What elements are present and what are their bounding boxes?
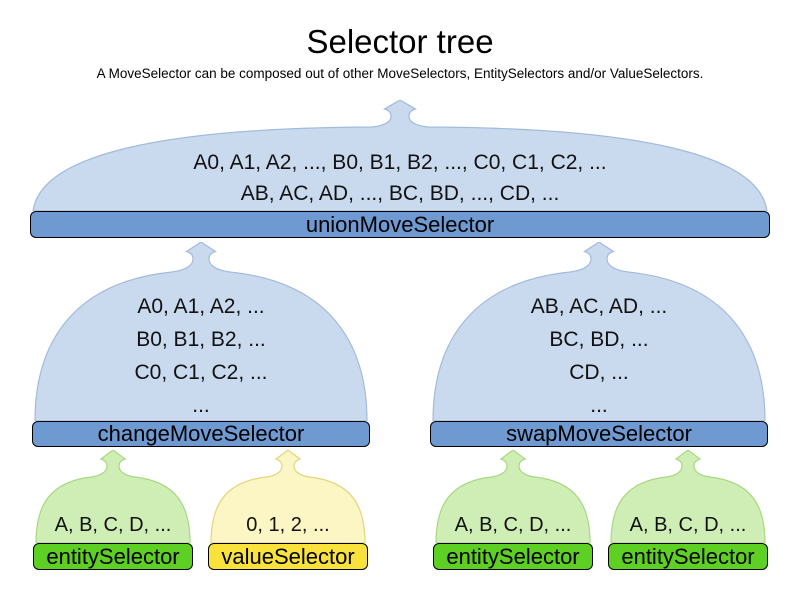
cloud-line: BC, BD, ... xyxy=(549,328,649,351)
cloud-path xyxy=(35,450,191,543)
swap-move-selector-bar: swapMoveSelector xyxy=(430,421,768,447)
cloud-line: CD, ... xyxy=(569,361,629,384)
union-move-selector-bar: unionMoveSelector xyxy=(30,211,770,238)
cloud-line: A, B, C, D, ... xyxy=(629,514,747,536)
value-output-cloud-arrow-shape xyxy=(210,450,366,543)
entity1-cloud-values: A, B, C, D, ... xyxy=(33,510,193,540)
cloud-line: A0, A1, A2, ... xyxy=(137,295,265,318)
entity2-cloud-values: A, B, C, D, ... xyxy=(433,510,593,540)
entity-selector-bar: entitySelector xyxy=(33,543,193,570)
swap-cloud-values: AB, AC, AD, ... BC, BD, ... CD, ... ... xyxy=(430,290,768,422)
cloud-line: ... xyxy=(590,394,608,417)
cloud-path xyxy=(34,242,368,421)
entity1-output-cloud-arrow-shape xyxy=(35,450,191,543)
cloud-path xyxy=(32,100,768,211)
bar-label: entitySelector xyxy=(446,543,580,569)
entity-selector-bar: entitySelector xyxy=(608,543,768,570)
union-cloud-values: A0, A1, A2, ..., B0, B1, B2, ..., C0, C1… xyxy=(30,147,770,209)
entity3-cloud-values: A, B, C, D, ... xyxy=(608,510,768,540)
bar-label: unionMoveSelector xyxy=(305,211,495,237)
bar-label: entitySelector xyxy=(621,543,755,569)
cloud-line: 0, 1, 2, ... xyxy=(246,514,330,536)
cloud-path xyxy=(432,242,766,421)
change-cloud-values: A0, A1, A2, ... B0, B1, B2, ... C0, C1, … xyxy=(32,290,370,422)
cloud-path xyxy=(210,450,366,543)
bar-label: changeMoveSelector xyxy=(97,421,305,446)
change-output-cloud-arrow-shape xyxy=(34,242,368,421)
cloud-line: AB, AC, AD, ..., BC, BD, ..., CD, ... xyxy=(240,182,560,205)
entity3-output-cloud-arrow-shape xyxy=(610,450,766,543)
bar-label: swapMoveSelector xyxy=(506,421,692,446)
cloud-path xyxy=(435,450,591,543)
change-move-selector-bar: changeMoveSelector xyxy=(32,421,370,447)
cloud-line: B0, B1, B2, ... xyxy=(136,328,266,351)
cloud-line: AB, AC, AD, ... xyxy=(530,295,668,318)
union-output-cloud-arrow-shape xyxy=(32,100,768,211)
cloud-line: C0, C1, C2, ... xyxy=(134,361,268,384)
cloud-line: A, B, C, D, ... xyxy=(454,514,572,536)
swap-output-cloud-arrow-shape xyxy=(432,242,766,421)
cloud-line: A0, A1, A2, ..., B0, B1, B2, ..., C0, C1… xyxy=(193,151,607,174)
entity-selector-bar: entitySelector xyxy=(433,543,593,570)
cloud-line: A, B, C, D, ... xyxy=(54,514,172,536)
bar-label: valueSelector xyxy=(221,543,355,569)
cloud-path xyxy=(610,450,766,543)
page-title: Selector tree xyxy=(306,23,494,60)
cloud-line: ... xyxy=(192,394,210,417)
value-selector-bar: valueSelector xyxy=(208,543,368,570)
value-cloud-values: 0, 1, 2, ... xyxy=(208,510,368,540)
entity2-output-cloud-arrow-shape xyxy=(435,450,591,543)
page-subtitle: A MoveSelector can be composed out of ot… xyxy=(96,66,704,81)
bar-label: entitySelector xyxy=(46,543,180,569)
